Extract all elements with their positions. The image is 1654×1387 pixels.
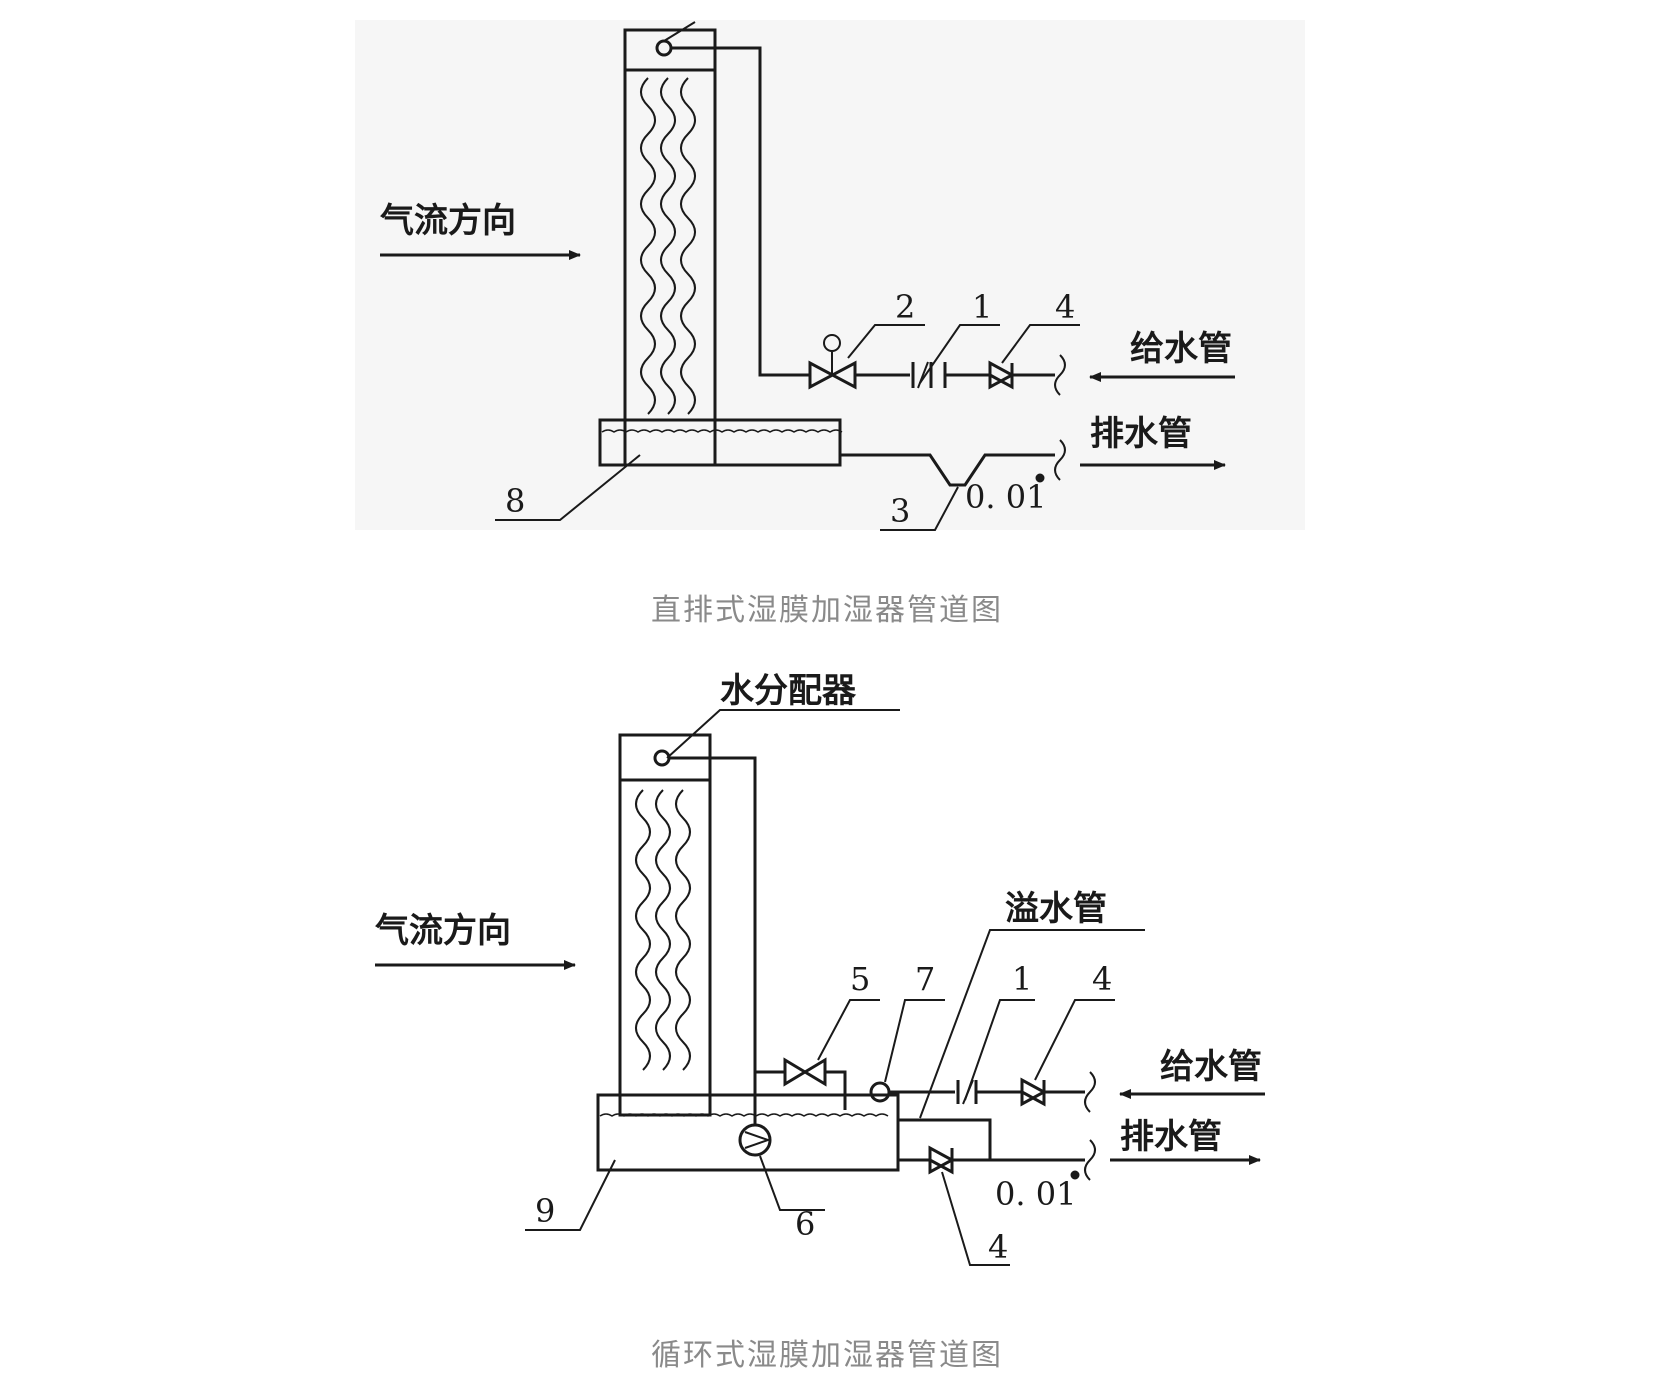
bypass-valve-icon: [783, 1057, 827, 1087]
drain-valve-icon: [928, 1145, 956, 1175]
supply-riser-pipe: [671, 46, 810, 377]
media-wave: [680, 77, 696, 415]
slope-marker-icon: [1070, 1170, 1080, 1180]
callout-7: 7: [915, 960, 935, 998]
slope-marker-icon: [1035, 473, 1045, 483]
callout-2: 2: [895, 288, 915, 326]
float-valve-icon: [869, 1081, 891, 1103]
callout-leader-4b: [941, 1171, 1010, 1266]
callout-8: 8: [505, 482, 525, 520]
media-wave: [635, 789, 651, 1071]
callout-leader-7: [884, 999, 945, 1083]
caption-direct-drain: 直排式湿膜加湿器管道图: [651, 593, 1003, 628]
drain-pipe-label: 排水管: [1090, 414, 1192, 454]
slope-label: 0. 01: [995, 1175, 1076, 1213]
pipe-break-icon: [1084, 1139, 1096, 1181]
media-wave: [675, 789, 691, 1071]
callout-4: 4: [1055, 288, 1075, 326]
distributor-leader: [666, 709, 900, 759]
solenoid-coil-icon: [823, 334, 841, 352]
supply-pipe-label: 给水管: [1130, 329, 1232, 369]
callout-leader-1: [964, 999, 1035, 1101]
callout-leader-9: [525, 1159, 616, 1231]
callout-6: 6: [795, 1205, 815, 1243]
overflow-leader: [919, 929, 1145, 1119]
callout-leader-2: [847, 324, 925, 359]
direct-drain-diagram: [355, 20, 1305, 531]
pipe-break-icon: [1084, 1071, 1096, 1113]
water-surface: [599, 1113, 889, 1117]
circulating-diagram: [375, 709, 1265, 1266]
water-surface: [601, 429, 843, 433]
overflow-pipe-label: 溢水管: [1005, 889, 1107, 929]
gate-valve-icon: [1020, 1077, 1048, 1107]
callout-leader-4a: [1034, 999, 1115, 1081]
airflow-label: 气流方向: [379, 201, 516, 241]
drain-pipe-label: 排水管: [1120, 1117, 1222, 1157]
pipe-break-icon: [1054, 354, 1066, 396]
slope-label: 0. 01: [965, 478, 1046, 516]
distributor-lead: [663, 21, 696, 42]
top-panel-background: [355, 20, 1305, 530]
solenoid-valve-icon: [808, 360, 857, 390]
callout-4: 4: [1092, 960, 1112, 998]
media-wave: [655, 789, 671, 1071]
caption-circulating: 循环式湿膜加湿器管道图: [651, 1338, 1003, 1373]
callout-1: 1: [1012, 960, 1032, 998]
airflow-label: 气流方向: [374, 911, 511, 951]
water-distributor-label: 水分配器: [720, 671, 857, 711]
callout-leader-1: [919, 324, 1000, 384]
media-wave: [640, 77, 656, 415]
callout-3: 3: [890, 492, 910, 530]
humidifier-housing: [618, 733, 712, 1117]
callout-5: 5: [850, 960, 870, 998]
callout-leader-3: [880, 486, 959, 531]
overflow-pipe: [898, 1118, 992, 1160]
callout-leader-4: [1001, 324, 1080, 364]
callout-4-drain: 4: [988, 1228, 1008, 1266]
callout-leader-8: [495, 454, 641, 521]
water-tray: [598, 418, 842, 467]
callout-9: 9: [535, 1192, 555, 1230]
water-tank: [596, 1093, 900, 1172]
callout-1: 1: [972, 288, 992, 326]
water-distributor-icon: [653, 749, 671, 767]
callout-leader-5: [817, 999, 880, 1061]
pipe-break-icon: [1054, 439, 1066, 481]
drain-pipe: [840, 453, 1055, 487]
circulation-pipe: [669, 756, 757, 1125]
callout-leader-6: [759, 1155, 825, 1211]
supply-pipe-label: 给水管: [1160, 1047, 1262, 1087]
media-wave: [660, 77, 676, 415]
